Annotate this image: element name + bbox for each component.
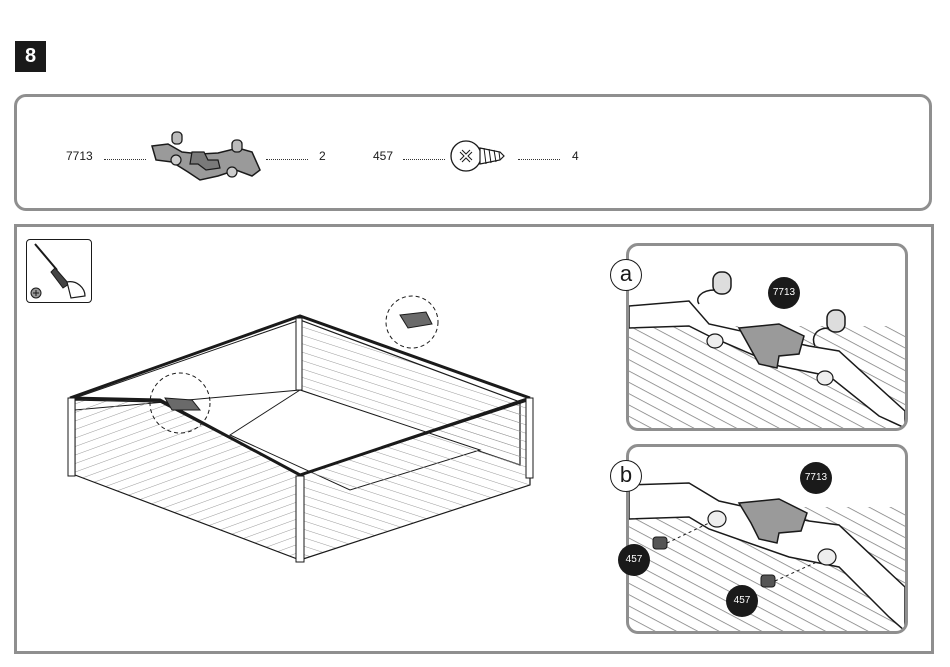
bracket-7713-icon [148,126,266,188]
part-code-457: 457 [373,149,393,163]
detail-letter-a: a [610,259,642,291]
callout-457: 457 [618,544,650,576]
detail-b-illustration [629,447,905,631]
detail-a-illustration [629,246,905,428]
callout-457: 457 [726,585,758,617]
screw-457-icon [450,136,506,176]
raised-bed-illustration [60,290,550,575]
leader-dots [266,159,308,160]
step-number-badge: 8 [15,41,46,72]
part-qty-457: 4 [572,149,579,163]
detail-letter-b: b [610,460,642,492]
callout-7713: 7713 [800,462,832,494]
leader-dots [403,159,445,160]
callout-7713: 7713 [768,277,800,309]
detail-panel-a [626,243,908,431]
leader-dots [104,159,146,160]
detail-panel-b [626,444,908,634]
part-code-7713: 7713 [66,149,93,163]
part-qty-7713: 2 [319,149,326,163]
leader-dots [518,159,560,160]
